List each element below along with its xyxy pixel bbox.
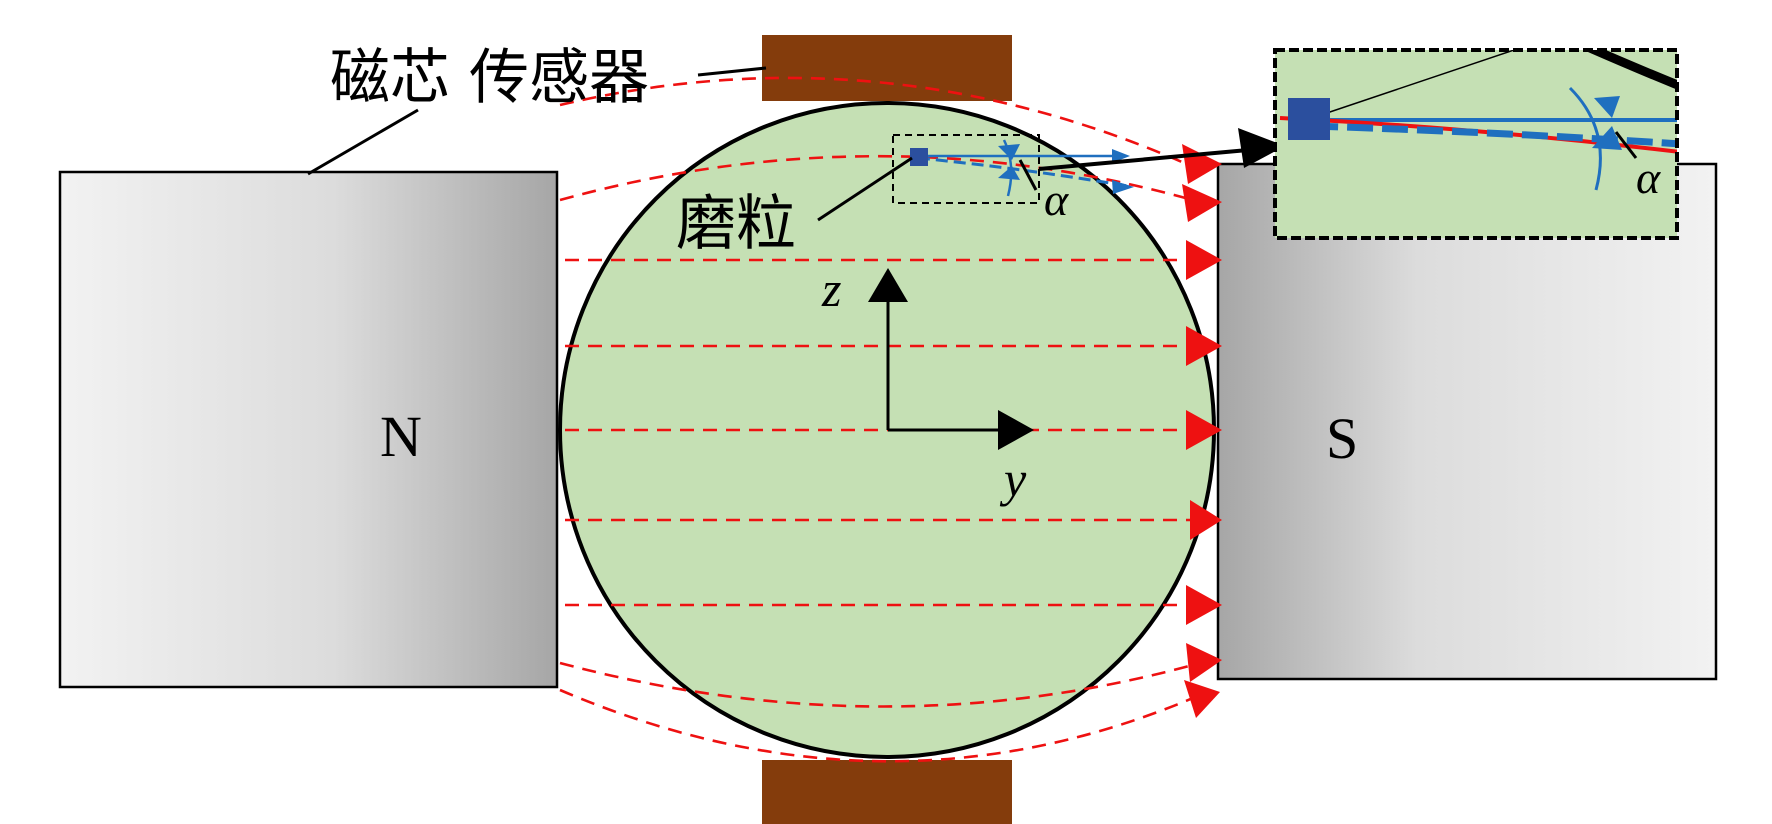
- field-arrow-icon: [1186, 240, 1222, 280]
- angle-arc: [1002, 139, 1013, 197]
- field-arrow-icon: [1186, 643, 1222, 682]
- y-axis-arrow-icon: [998, 410, 1034, 450]
- zoom-particle-trajectory: [1311, 122, 1677, 148]
- field-arrow-icon: [1186, 410, 1222, 450]
- north-pole-magnet: [58, 170, 559, 689]
- angle-label: α: [1044, 174, 1069, 225]
- angle-arc-arrow-icon: [998, 166, 1020, 180]
- zoom-channel-wall: [1588, 50, 1677, 90]
- z-axis-arrow-icon: [868, 268, 908, 302]
- sensor-core-bottom: [762, 760, 1012, 824]
- core-leader-line: [307, 108, 419, 176]
- particle-label: 磨粒: [676, 189, 796, 259]
- field-arrow-icon: [1190, 500, 1222, 540]
- sensor-leader-line: [697, 66, 767, 77]
- field-line: [559, 76, 1201, 172]
- zoom-inset-frame: [1273, 48, 1679, 240]
- coordinate-axes: z y: [821, 261, 1034, 507]
- zoom-angle-arc: [1568, 86, 1602, 191]
- angle-arc-arrow-icon: [998, 144, 1020, 160]
- angle-leader: [1018, 159, 1038, 191]
- particle-trajectory: [917, 156, 1129, 188]
- zoom-inset: α: [1273, 48, 1679, 240]
- field-arrow-icon: [1184, 680, 1220, 718]
- zoom-leader: [1311, 50, 1517, 119]
- field-line: [559, 154, 1211, 207]
- zoom-angle-arrow-icon: [1594, 96, 1620, 118]
- zoom-particle: [1288, 98, 1330, 140]
- south-pole-label: S: [1326, 406, 1358, 471]
- magnetic-field-lines: [559, 76, 1211, 763]
- field-line: [559, 688, 1201, 763]
- sensor-core-top: [762, 35, 1012, 101]
- zoom-angle-label: α: [1636, 152, 1661, 203]
- particle-leader-line: [817, 156, 913, 222]
- north-pole-label: N: [380, 404, 422, 469]
- field-arrowheads: [1182, 144, 1222, 718]
- zoom-angle-leader: [1614, 131, 1638, 159]
- south-pole-magnet: [1216, 162, 1718, 681]
- zoom-callout-line: [1038, 148, 1249, 171]
- particle: [910, 148, 928, 166]
- core-sensor-label: 磁芯 传感器: [330, 43, 649, 113]
- field-arrow-icon: [1186, 585, 1222, 625]
- field-arrow-icon: [1182, 184, 1222, 222]
- field-arrow-icon: [1186, 326, 1222, 366]
- field-line: [559, 661, 1201, 708]
- zoom-callout-arrow-icon: [1238, 128, 1285, 168]
- particle-trajectory-arrow-icon: [1112, 180, 1134, 194]
- zoom-angle-arrow-icon: [1592, 126, 1622, 150]
- particle-path-arrow-icon: [1112, 149, 1130, 163]
- axis-z-label: z: [821, 261, 841, 317]
- field-arrow-icon: [1182, 144, 1222, 184]
- axis-y-label: y: [999, 451, 1027, 507]
